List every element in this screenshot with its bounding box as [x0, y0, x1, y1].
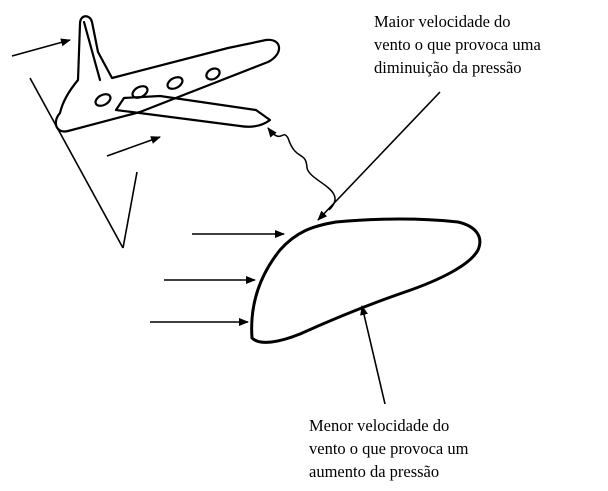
top-annotation-text: Maior velocidade do vento o que provoca …: [374, 10, 541, 79]
annotation-pointers: [317, 91, 441, 405]
airplane-wind-arrows: [11, 38, 161, 157]
airfoil-cross-section: [250, 217, 482, 344]
airplane-window: [166, 76, 184, 90]
airfoil-airflow-arrows: [150, 230, 285, 326]
bottom-annotation-line: Menor velocidade do: [309, 416, 450, 435]
top-annotation-line: diminuição da pressão: [374, 58, 522, 77]
airplane-illustration: [54, 15, 281, 133]
bottom-annotation-pointer: [360, 305, 386, 405]
airplane-wing: [114, 94, 272, 128]
bottom-annotation-line: aumento da pressão: [309, 462, 440, 481]
top-annotation-pointer: [317, 91, 441, 221]
top-annotation-line: vento o que provoca uma: [374, 35, 541, 54]
airplane-window: [94, 93, 112, 107]
wind-arrow: [106, 136, 161, 157]
airplane-tail-fin: [82, 20, 102, 82]
top-annotation-line: Maior velocidade do: [374, 12, 511, 31]
pointer-line: [29, 77, 124, 249]
wing-to-airfoil-connector: [267, 127, 336, 211]
bottom-annotation-line: vento o que provoca um: [309, 439, 469, 458]
pointer-line: [122, 171, 138, 249]
airplane-window: [131, 85, 149, 99]
bottom-annotation-text: Menor velocidade do vento o que provoca …: [309, 414, 468, 483]
airplane-window: [205, 67, 221, 81]
converging-pointer-lines: [29, 77, 138, 249]
airplane-fuselage: [54, 15, 281, 133]
wind-arrow: [11, 38, 71, 57]
